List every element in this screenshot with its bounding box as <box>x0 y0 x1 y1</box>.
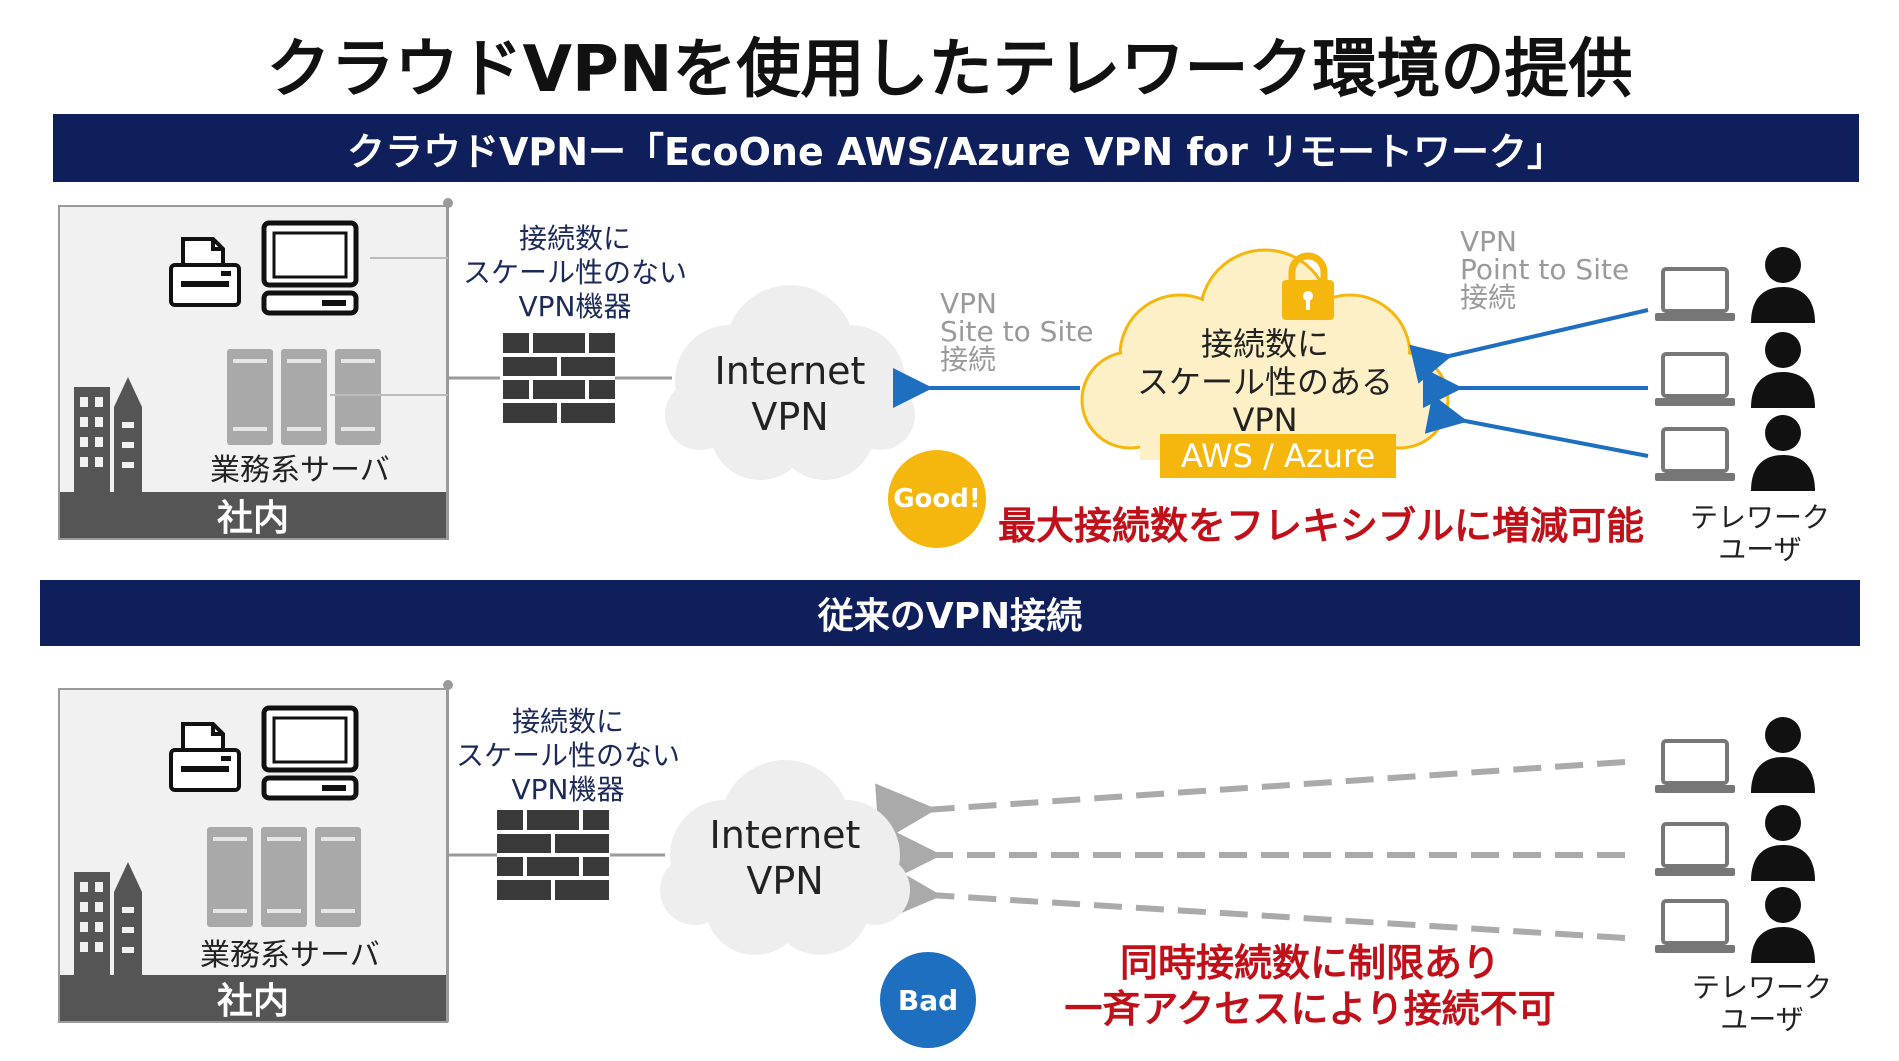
office-building-icon <box>74 862 142 977</box>
page-title: クラウドVPNを使用したテレワーク環境の提供 <box>266 33 1633 107</box>
telework-users-bottom <box>1655 715 1825 965</box>
laptop-icon <box>1655 267 1735 321</box>
vpn-device-note: 接続数に スケール性のない VPN機器 <box>462 222 687 323</box>
telework-user-label: テレワーク ユーザ <box>1691 971 1832 1036</box>
cloud-vpn-label: 接続数に スケール性のある VPN <box>1136 325 1393 439</box>
bad-limitation-text: 同時接続数に制限あり 一斉アクセスにより接続不可 <box>1064 941 1556 1031</box>
office-label: 社内 <box>60 492 446 539</box>
printer-icon <box>169 722 241 792</box>
internet-cloud-icon <box>660 760 910 955</box>
user-icon <box>1751 887 1815 963</box>
office-label: 社内 <box>60 975 446 1022</box>
laptop-icon <box>1655 739 1735 793</box>
desktop-monitor-icon <box>261 220 359 316</box>
internet-vpn-label: Internet VPN <box>709 813 861 903</box>
user-icon <box>1751 805 1815 881</box>
section-banner-legacy-vpn: 従来のVPN接続 <box>40 580 1860 646</box>
user-icon <box>1751 415 1815 491</box>
desktop-monitor-icon <box>261 705 359 801</box>
laptop-icon <box>1655 427 1735 481</box>
firewall-icon <box>497 810 609 900</box>
lock-icon <box>1282 252 1334 320</box>
section-banner-cloud-vpn: クラウドVPNー「EcoOne AWS/Azure VPN for リモートワー… <box>53 114 1859 182</box>
firewall-icon <box>503 333 615 423</box>
laptop-icon <box>1655 352 1735 406</box>
server-label: 業務系サーバ <box>210 453 390 488</box>
server-rack-icon <box>207 827 361 927</box>
internet-cloud-icon <box>665 285 915 480</box>
office-building-icon <box>74 377 142 492</box>
internet-vpn-label: Internet VPN <box>714 349 866 439</box>
laptop-icon <box>1655 899 1735 953</box>
server-rack-icon <box>227 349 381 445</box>
point-to-site-label: VPN Point to Site 接続 <box>1460 225 1630 314</box>
printer-icon <box>169 237 241 307</box>
laptop-icon <box>1655 822 1735 876</box>
user-icon <box>1751 247 1815 323</box>
bad-badge: Bad <box>880 952 976 1048</box>
telework-users-top <box>1655 245 1825 495</box>
site-to-site-label: VPN Site to Site 接続 <box>940 287 1094 376</box>
good-badge: Good! <box>888 450 986 548</box>
aws-azure-badge: AWS / Azure <box>1160 434 1396 478</box>
user-icon <box>1751 717 1815 793</box>
telework-user-label: テレワーク ユーザ <box>1689 501 1830 566</box>
office-block: 業務系サーバ 社内 <box>58 688 448 1023</box>
user-icon <box>1751 332 1815 408</box>
server-label: 業務系サーバ <box>200 938 380 973</box>
good-benefit-text: 最大接続数をフレキシブルに増減可能 <box>998 504 1645 548</box>
vpn-device-note: 接続数に スケール性のない VPN機器 <box>455 705 680 806</box>
